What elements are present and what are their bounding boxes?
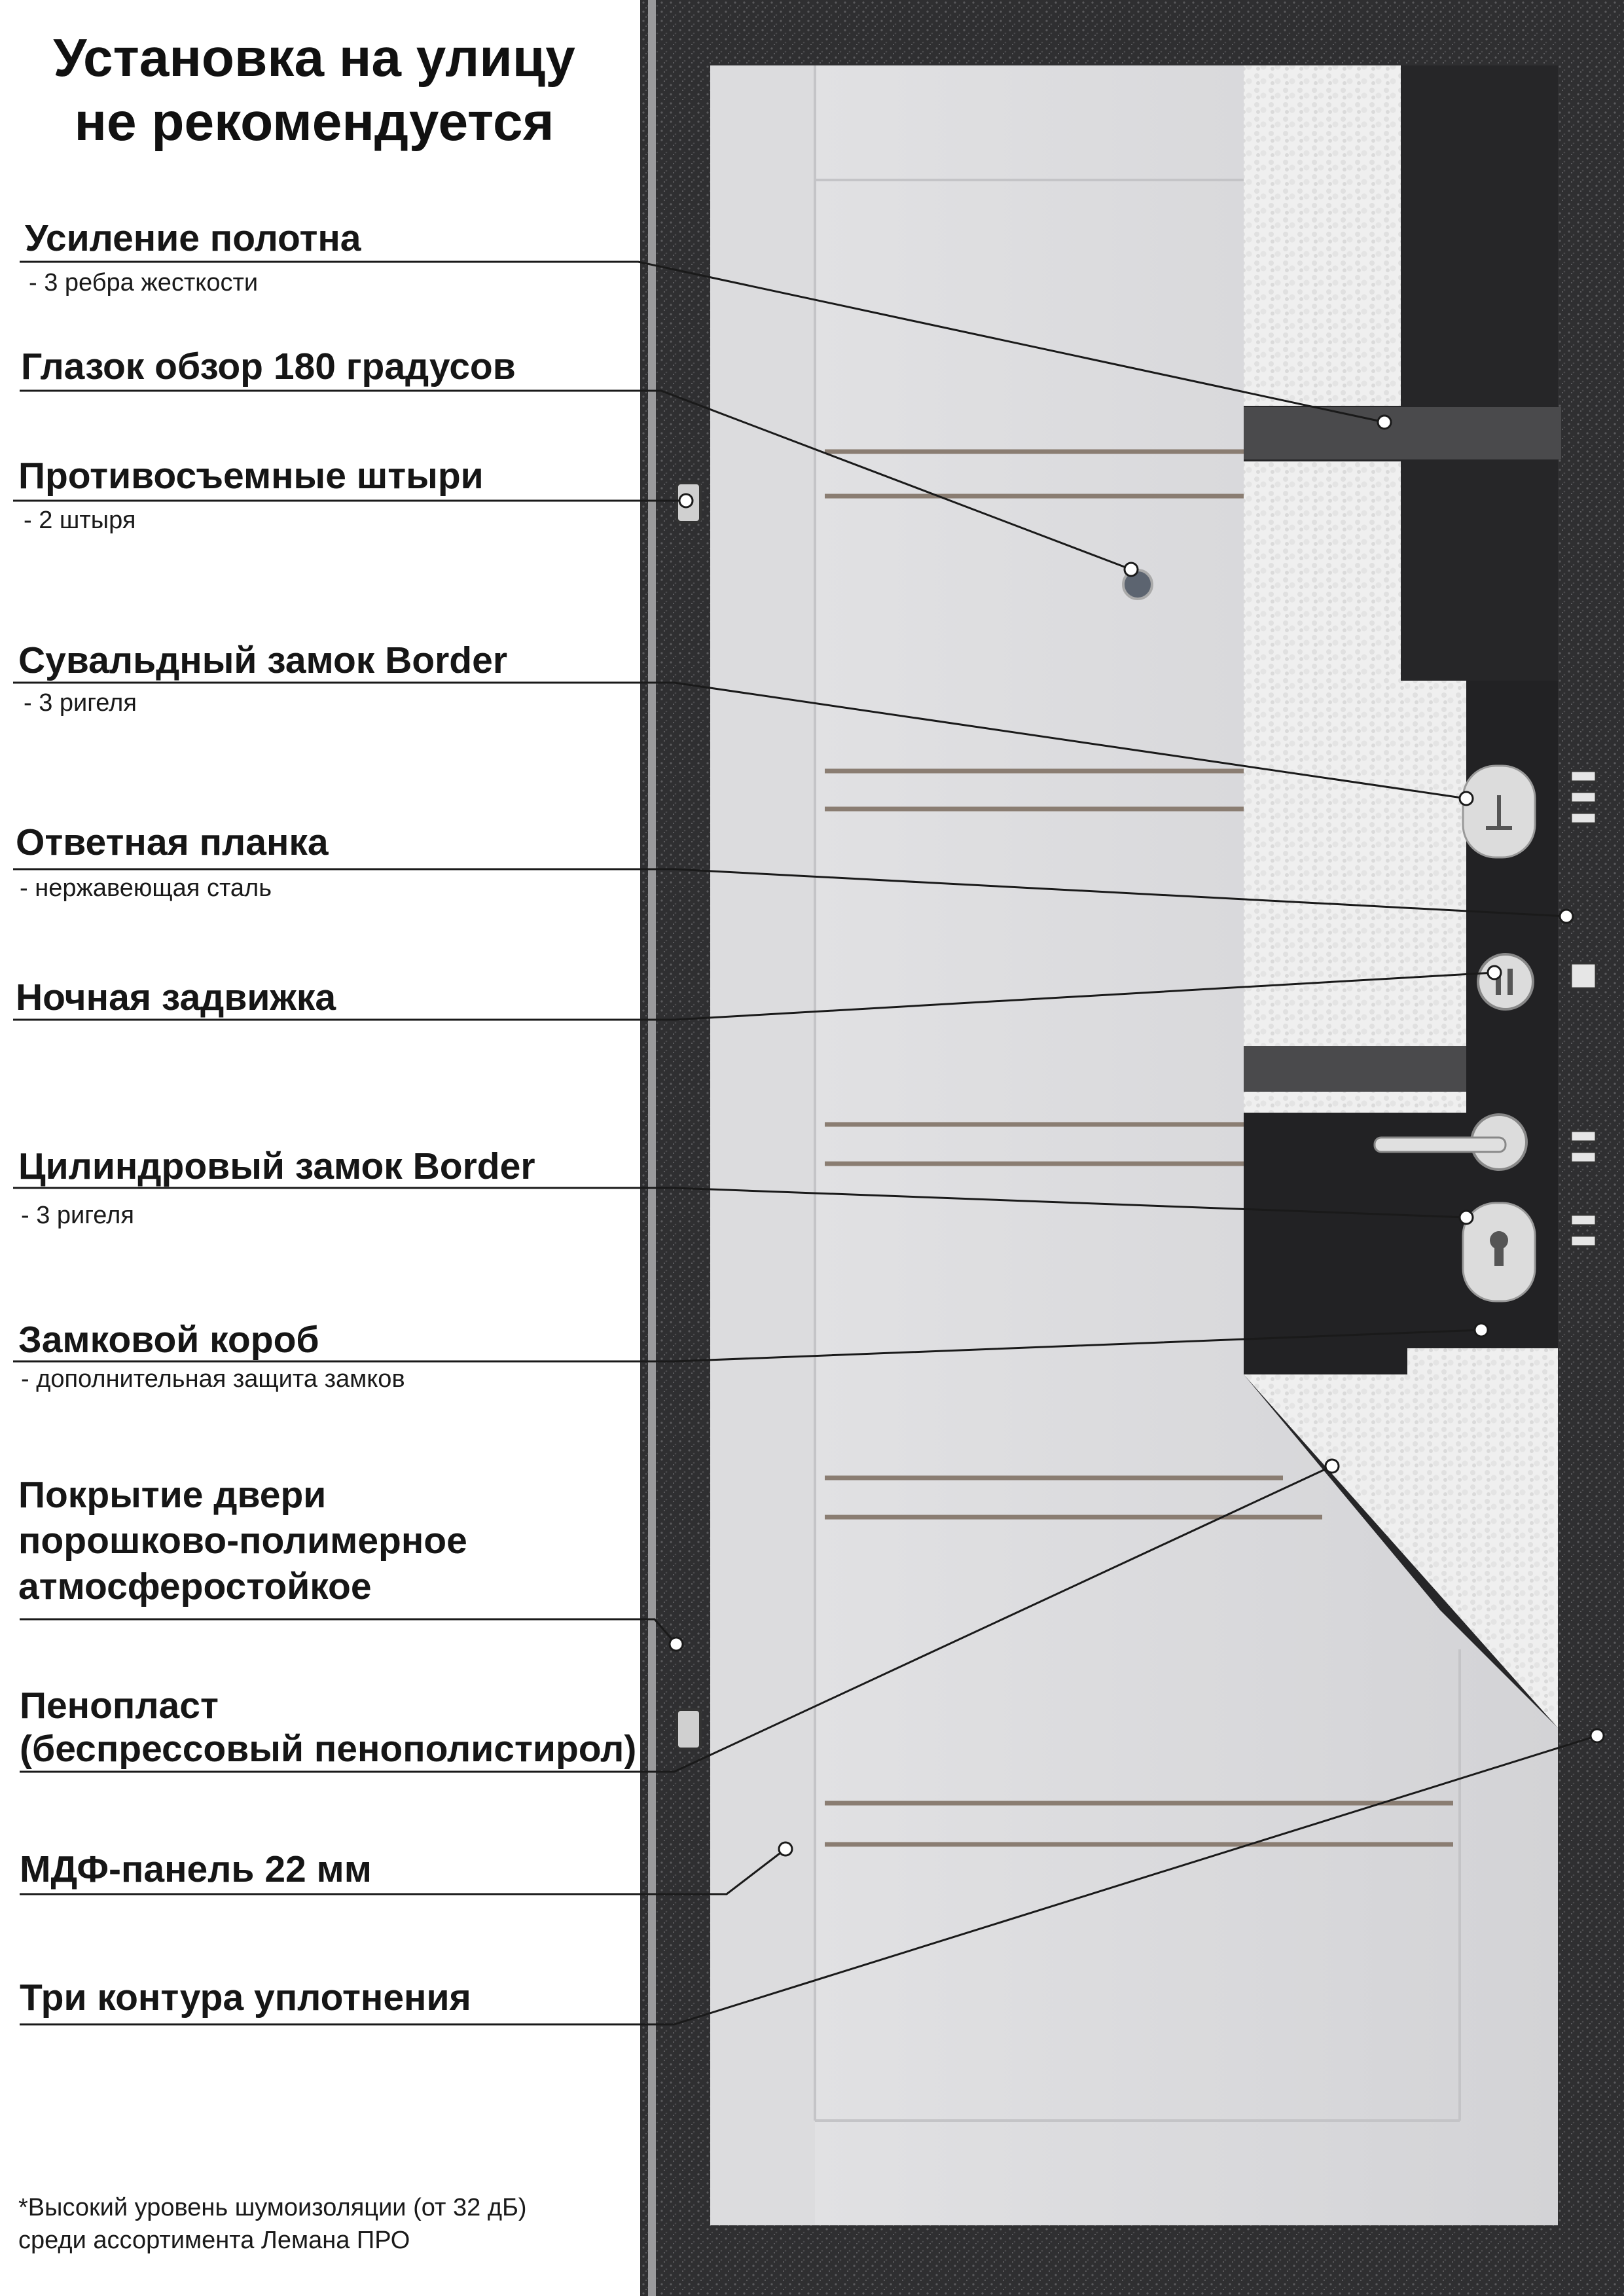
callout-sub-lever-lock: - 3 ригеля [24, 689, 137, 717]
callout-title-night-latch: Ночная задвижка [16, 977, 336, 1018]
callout-title-foam-2: (беспрессовый пенополистирол) [20, 1728, 637, 1770]
door-handle [1373, 1136, 1507, 1153]
callout-sub-lock-box: - дополнительная защита замков [21, 1365, 405, 1393]
callout-sub-strike-plate: - нержавеющая сталь [20, 874, 272, 902]
callout-sub-cylinder-lock: - 3 ригеля [21, 1202, 134, 1229]
page-title-line: Установка на улицу [53, 28, 575, 88]
callout-title-lever-lock: Сувальдный замок Border [18, 639, 508, 681]
night-latch [1477, 953, 1534, 1011]
callout-title-reinforcement: Усиление полотна [25, 217, 361, 259]
callout-title-coating-3: атмосферостойкое [18, 1566, 372, 1607]
callout-title-anti-removal-pins: Противосъемные штыри [18, 455, 484, 497]
callout-sub-reinforcement: - 3 ребра жесткости [29, 269, 259, 296]
callout-title-foam-1: Пенопласт [20, 1685, 219, 1727]
callout-title-lock-box: Замковой короб [18, 1319, 319, 1361]
callout-title-strike-plate: Ответная планка [16, 821, 329, 863]
page-title: Установка на улицу не рекомендуется [0, 26, 628, 154]
stiffening-rib-middle [1244, 1046, 1466, 1092]
callout-title-seal-contours: Три контура уплотнения [20, 1977, 471, 2018]
callout-title-mdf-panel: МДФ-панель 22 мм [20, 1848, 372, 1890]
lock-bolts [1570, 770, 1597, 1247]
anti-removal-pin-bottom [676, 1708, 702, 1750]
callout-title-peephole: Глазок обзор 180 градусов [21, 346, 516, 387]
footnote-line: *Высокий уровень шумоизоляции (от 32 дБ) [18, 2194, 527, 2221]
stiffening-rib-top [1244, 407, 1561, 459]
page-title-line: не рекомендуется [74, 92, 554, 152]
callout-title-cylinder-lock: Цилиндровый замок Border [18, 1145, 535, 1187]
panel-grooves [825, 449, 1453, 1847]
leader-lines [13, 260, 1598, 2026]
callout-title-coating-2: порошково-полимерное [18, 1520, 467, 1562]
callout-points [668, 414, 1605, 1857]
callout-title-coating-1: Покрытие двери [18, 1474, 327, 1516]
footnote-line: среди ассортимента Лемана ПРО [18, 2227, 410, 2254]
callout-sub-anti-removal-pins: - 2 штыря [24, 507, 136, 534]
footnote: *Высокий уровень шумоизоляции (от 32 дБ)… [18, 2191, 527, 2257]
mdf-panel [710, 65, 1558, 2225]
